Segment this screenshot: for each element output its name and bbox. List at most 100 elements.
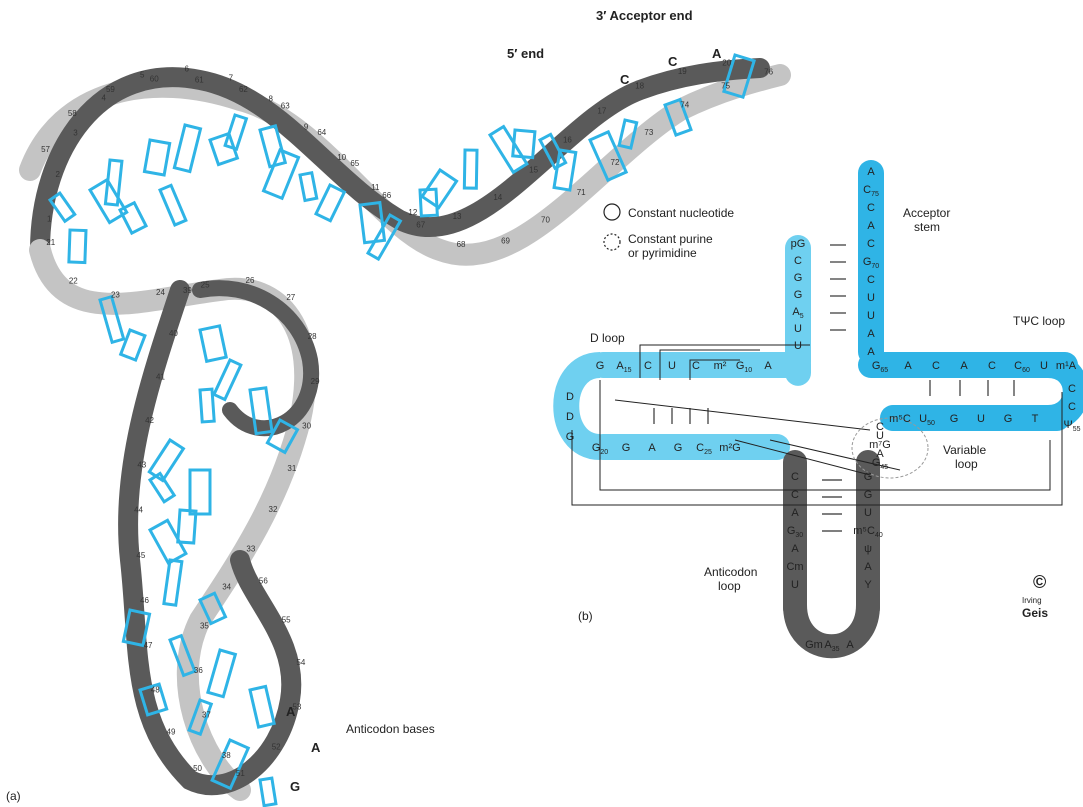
nt-anticodon-right: G — [864, 471, 873, 483]
nt-t-stem-top: C — [932, 360, 940, 372]
residue-number: 12 — [408, 208, 417, 217]
residue-number: 51 — [236, 769, 245, 778]
nt-acceptor-5prime: G — [794, 289, 803, 301]
residue-number: 46 — [140, 596, 149, 605]
residue-number: 48 — [151, 685, 160, 694]
panel-b-cloverleaf: Constant nucleotide Constant purine or p… — [566, 160, 1081, 653]
nt-acceptor-3prime: A — [867, 328, 875, 340]
base-pair-plate — [150, 520, 186, 563]
nt-d-arm-top: U — [668, 360, 676, 372]
nt-t-stem-bottom: m⁵C — [889, 413, 911, 425]
residue-number: 65 — [350, 159, 359, 168]
residue-number: 70 — [541, 216, 550, 225]
base-pair-plate — [260, 778, 276, 806]
residue-number: 76 — [764, 68, 773, 77]
residue-number: 15 — [529, 166, 538, 175]
residue-number: 17 — [597, 106, 606, 115]
nt-acceptor-5prime: pG — [791, 238, 806, 250]
residue-number: 72 — [611, 158, 620, 167]
residue-number: 24 — [156, 288, 165, 297]
nt-t-stem-top: A — [960, 360, 968, 372]
anticodon-bases-label: Anticodon bases — [346, 722, 435, 736]
residue-number: 68 — [457, 240, 466, 249]
base-pair-plate — [214, 360, 241, 400]
nt-t-stem-bottom: U — [977, 413, 985, 425]
residue-number: 71 — [577, 188, 586, 197]
residue-number: 45 — [136, 551, 145, 560]
nt-acceptor-3prime: A — [867, 166, 875, 178]
residue-number: 38 — [222, 751, 231, 760]
residue-number: 18 — [635, 82, 644, 91]
residue-number: 56 — [259, 576, 268, 585]
nt-t-stem-top: C — [988, 360, 996, 372]
residue-numbers: 1234567891011121314151617181920212223242… — [41, 59, 773, 778]
residue-number: 41 — [156, 372, 165, 381]
residue-number: 33 — [246, 544, 255, 553]
base-pair-plate — [464, 150, 477, 188]
legend-constant-text: Constant nucleotide — [628, 206, 734, 220]
residue-number: 31 — [287, 464, 296, 473]
nt-d-arm-top: m² — [714, 360, 727, 372]
base-pair-plate — [490, 127, 527, 173]
anticodon-base-1: A — [286, 704, 296, 719]
signature-line-3: Geis — [1022, 606, 1048, 620]
residue-number: 22 — [69, 277, 78, 286]
base-pair-plate — [190, 470, 210, 514]
base-pair-plate — [149, 440, 183, 481]
base-pair-plate — [422, 170, 456, 208]
nt-acceptor-3prime: C — [867, 238, 875, 250]
residue-number: 13 — [453, 212, 462, 221]
three-prime-end-label: 3′ Acceptor end — [596, 8, 693, 23]
residue-number: 14 — [493, 193, 502, 202]
residue-number: 36 — [194, 666, 203, 675]
nt-t-stem-bottom: G — [1004, 413, 1013, 425]
residue-number: 3 — [73, 129, 78, 138]
residue-number: 40 — [169, 329, 178, 338]
residue-number: 62 — [239, 85, 248, 94]
base-pair-plate — [50, 193, 75, 221]
anticodon-base-3: G — [290, 779, 300, 794]
residue-number: 57 — [41, 145, 50, 154]
nt-t-loop-right: C — [1068, 401, 1076, 413]
nt-t-stem-top: A — [904, 360, 912, 372]
nt-acceptor-3prime: C — [867, 274, 875, 286]
base-pair-plate — [200, 389, 214, 422]
nt-acceptor-3prime: U — [867, 292, 875, 304]
residue-number: 19 — [678, 67, 687, 76]
nt-d-arm-bottom: G — [674, 442, 683, 454]
nt-d-arm-bottom: G — [622, 442, 631, 454]
nt-anticodon-left: Cm — [786, 561, 803, 573]
nt-acceptor-5prime: G — [794, 272, 803, 284]
nt-anticodon-left: A — [791, 507, 799, 519]
residue-number: 49 — [167, 728, 176, 737]
signature-copyright: © — [1033, 572, 1046, 592]
base-pair-plate — [200, 326, 226, 361]
nt-acceptor-3prime: A — [867, 346, 875, 358]
residue-number: 11 — [371, 183, 380, 192]
nt-d-arm-bottom: A — [648, 442, 656, 454]
nt-d-arm-bottom: m²G — [719, 442, 740, 454]
panel-a-label: (a) — [6, 789, 21, 803]
residue-number: 4 — [101, 94, 106, 103]
residue-number: 34 — [222, 583, 231, 592]
acceptor-stem-label-1: Acceptor — [903, 206, 950, 220]
nt-acceptor-3prime: U — [867, 310, 875, 322]
residue-number: 23 — [111, 291, 120, 300]
residue-number: 30 — [302, 421, 311, 430]
acceptor-base-2: C — [668, 54, 678, 69]
nt-d-loop-left: D — [566, 411, 574, 423]
stem-pair-dashes — [654, 245, 1014, 531]
nt-d-arm-top: A — [764, 360, 772, 372]
nt-anticodon-right: U — [864, 507, 872, 519]
nt-d-loop-left: G — [566, 431, 575, 443]
legend-purine-text-1: Constant purine — [628, 232, 713, 246]
residue-number: 54 — [296, 658, 305, 667]
residue-number: 6 — [185, 64, 190, 73]
residue-number: 69 — [501, 237, 510, 246]
residue-number: 50 — [193, 764, 202, 773]
nt-acceptor-3prime: C — [867, 202, 875, 214]
residue-number: 28 — [308, 332, 317, 341]
residue-number: 1 — [47, 214, 52, 223]
base-pair-plate — [208, 650, 236, 697]
